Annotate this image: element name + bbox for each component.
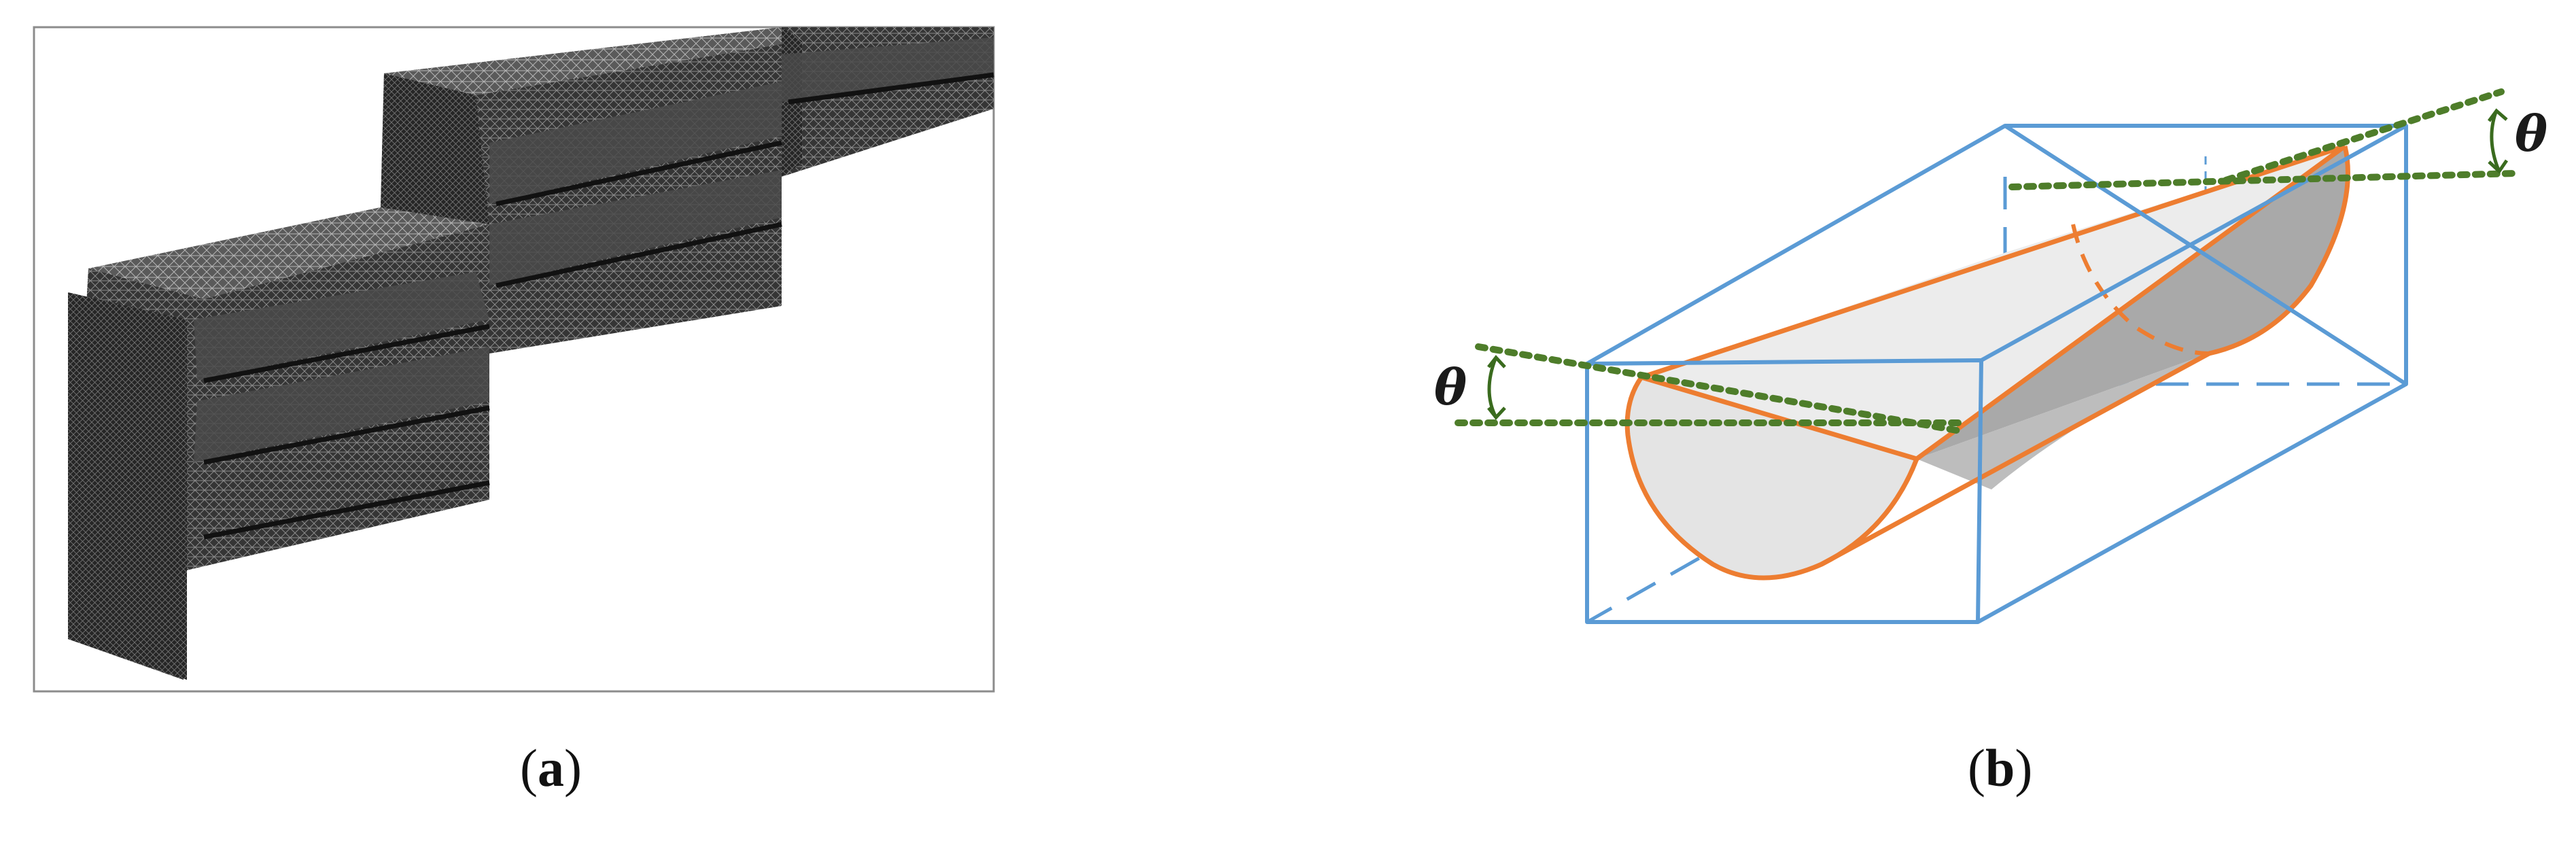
mesh-step-top-2 <box>384 27 802 95</box>
angle-label-left: θ <box>1434 358 1467 416</box>
angle-arc-right <box>2487 108 2509 174</box>
panel-a <box>33 26 995 693</box>
cut-outline <box>1624 143 2350 581</box>
cut-hidden-arc <box>2071 224 2210 356</box>
mesh-front-column <box>68 292 187 680</box>
cut-body-underside <box>1917 354 2209 489</box>
mesh-channel-3 <box>489 82 782 204</box>
cut-top-surface <box>1641 146 2345 459</box>
mesh-riser-1 <box>381 73 489 224</box>
mesh-step-top-1 <box>88 207 489 299</box>
caption-b: (b) <box>1968 738 2033 797</box>
angle-label-right: θ <box>2515 105 2547 162</box>
cut-front-face <box>1627 377 1917 578</box>
mesh-model <box>68 27 994 680</box>
mesh-channel-4 <box>489 170 782 286</box>
angle-guides <box>1455 88 2518 435</box>
panel-b: θ θ <box>1434 88 2547 624</box>
mesh-channel-2 <box>194 347 489 462</box>
mesh-channel-5 <box>782 37 994 102</box>
angle-arc-left <box>1487 355 1506 420</box>
mesh-channel-1 <box>194 272 489 381</box>
caption-a: (a) <box>520 738 582 797</box>
box-visible-edges <box>1585 124 2408 624</box>
